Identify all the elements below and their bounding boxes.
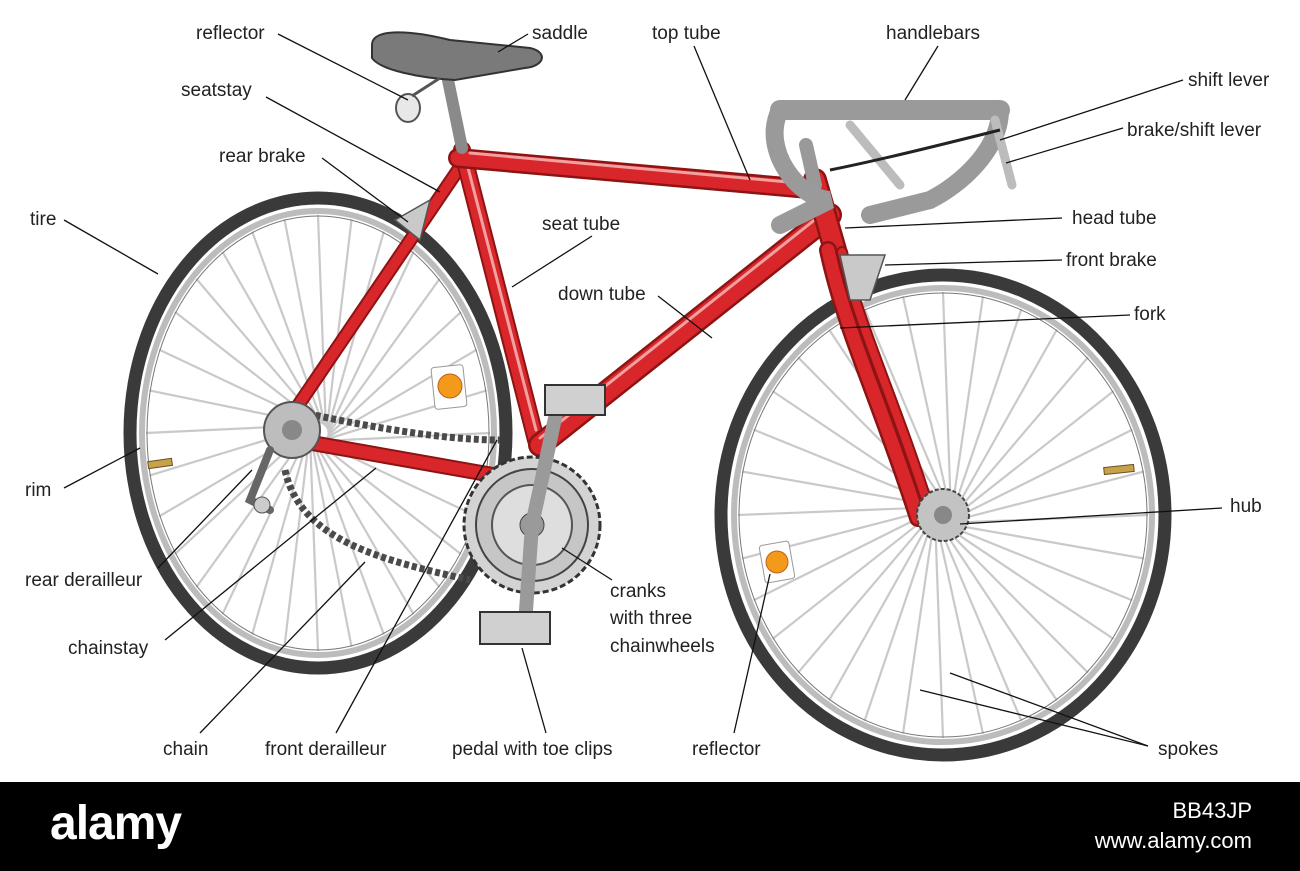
labels: reflector saddle top tube handlebars shi… (25, 23, 1270, 760)
front-spoke (901, 519, 936, 734)
rear-spoke (316, 214, 327, 427)
leader-lines (63, 33, 1223, 747)
rear-wheel (123, 191, 513, 675)
label-front-brake: front brake (1066, 250, 1157, 271)
bicycle-illustration: reflector saddle top tube handlebars shi… (25, 23, 1270, 762)
label-reflector-rear: reflector (196, 23, 265, 44)
front-spoke (935, 522, 985, 734)
saddle-shape (371, 31, 543, 82)
rear-spoke (283, 218, 326, 426)
label-brake-shift-lever: brake/shift lever (1127, 120, 1262, 141)
rear-wheel-reflector (430, 364, 468, 410)
front-spoke (939, 523, 1058, 702)
front-spoke (952, 356, 1089, 517)
watermark-logo: alamy (50, 797, 182, 850)
front-spoke (943, 524, 1115, 640)
label-spokes: spokes (1158, 739, 1218, 760)
label-tire: tire (30, 209, 56, 230)
front-rim (731, 285, 1155, 745)
rear-spoke (316, 442, 441, 588)
label-handlebars: handlebars (886, 23, 980, 44)
rear-spoke (327, 278, 441, 435)
front-spoke (737, 506, 937, 517)
front-spoke (901, 296, 951, 508)
front-spoke (753, 509, 935, 602)
brakes (393, 198, 887, 301)
front-tire (714, 268, 1172, 762)
label-pedal-with-toe-clips: pedal with toe clips (452, 739, 613, 760)
label-front-derailleur: front derailleur (265, 739, 387, 760)
label-top-tube: top tube (652, 23, 721, 44)
front-spoke (863, 517, 935, 722)
rear-tire (123, 191, 513, 675)
rear-spoke (251, 435, 310, 635)
label-shift-lever: shift lever (1188, 70, 1270, 91)
front-spoke (934, 521, 945, 739)
saddle-assembly (371, 31, 543, 154)
front-spoke (937, 523, 1023, 722)
rear-reflector (395, 93, 421, 123)
rear-spoke (324, 431, 491, 442)
front-wheel (714, 268, 1172, 762)
image-id-block: BB43JP www.alamy.com (1095, 796, 1252, 856)
cranks-and-chainwheels (462, 384, 606, 645)
front-spoke (863, 308, 949, 507)
front-spoke (950, 296, 985, 511)
rear-drivetrain (244, 401, 321, 514)
front-spoke (947, 522, 1145, 560)
label-rear-derailleur: rear derailleur (25, 570, 143, 591)
rear-spoke (325, 219, 353, 429)
label-fork: fork (1134, 304, 1166, 325)
front-hub (916, 488, 970, 542)
rear-spoke (326, 311, 462, 437)
front-spoke (828, 515, 934, 701)
label-saddle: saddle (532, 23, 588, 44)
front-spoke (797, 513, 934, 674)
rear-spoke (313, 441, 415, 615)
site-url: www.alamy.com (1094, 828, 1252, 853)
stock-footer: alamy BB43JP www.alamy.com (0, 782, 1300, 871)
label-hub: hub (1230, 496, 1262, 517)
label-rim: rim (25, 480, 51, 501)
front-spoke (952, 329, 1058, 515)
rear-spoke (326, 251, 415, 433)
label-head-tube: head tube (1072, 208, 1157, 229)
chain (281, 408, 501, 584)
rear-spoke (312, 441, 385, 635)
front-spoke (951, 390, 1115, 519)
label-cranks-line3: chainwheels (610, 636, 715, 657)
label-chainstay: chainstay (68, 638, 149, 659)
image-id: BB43JP (1172, 798, 1253, 823)
label-reflector-front: reflector (692, 739, 761, 760)
front-spoke (950, 470, 1145, 523)
front-spoke (945, 523, 1133, 602)
rear-spoke (309, 439, 320, 652)
rear-spoke (310, 440, 353, 648)
label-seat-tube: seat tube (542, 214, 620, 235)
rear-spoke (318, 442, 462, 555)
rear-spoke (326, 348, 478, 439)
label-down-tube: down tube (558, 284, 646, 305)
front-valve (1103, 463, 1135, 476)
front-spoke (951, 308, 1023, 513)
front-spoke (941, 291, 952, 509)
rear-spoke (221, 433, 310, 615)
frame (270, 141, 936, 527)
label-chain: chain (163, 739, 208, 760)
front-spoke (771, 511, 935, 640)
front-spoke (941, 524, 1089, 674)
label-rear-brake: rear brake (219, 146, 306, 167)
label-seatstay: seatstay (181, 80, 252, 101)
label-cranks-line2: with three (609, 608, 692, 629)
lower-pedal (479, 611, 551, 645)
handlebar-assembly (765, 100, 1017, 234)
front-spoke (951, 428, 1133, 521)
rear-valve (147, 457, 174, 470)
upper-pedal (544, 384, 606, 416)
rear-spoke (283, 437, 311, 647)
rear-rim (139, 208, 497, 658)
label-cranks-line1: cranks (610, 581, 666, 602)
